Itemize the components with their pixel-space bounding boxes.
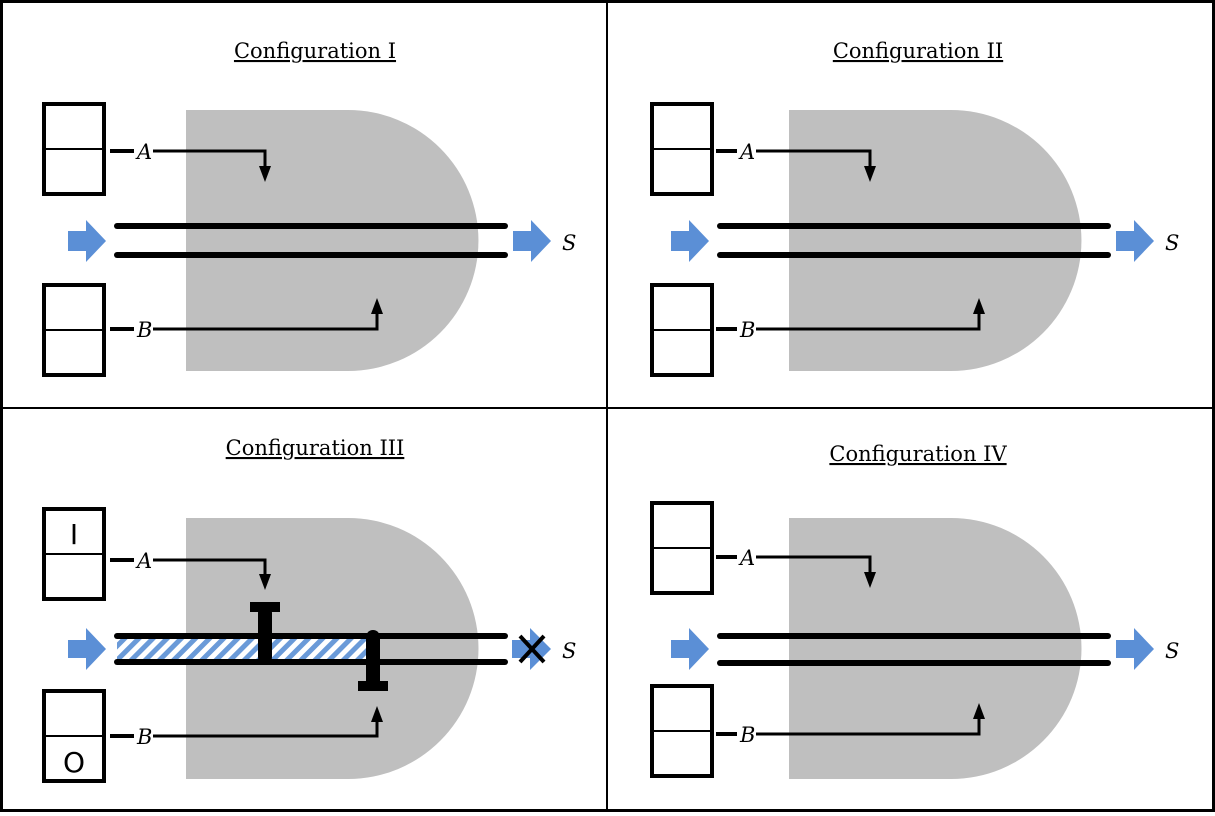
arrowhead-up-b <box>973 703 985 719</box>
valve-b-head <box>358 681 388 691</box>
arrowhead-down-a <box>864 166 876 182</box>
blocked-flow-hatch <box>117 636 373 660</box>
inflow-arrow <box>671 628 709 670</box>
panel-configuration-2: Configuration II A B S <box>650 39 1179 377</box>
panel-configuration-4: Configuration IV A B S <box>650 442 1179 779</box>
label-s: S <box>1165 639 1179 663</box>
panel-configuration-3: Configuration III I O A B S <box>42 436 576 783</box>
chamber <box>789 110 1082 371</box>
chamber <box>186 110 479 371</box>
wire-b <box>756 312 981 331</box>
inflow-arrow <box>68 628 106 670</box>
outflow-arrow <box>1116 220 1154 262</box>
label-a: A <box>135 549 152 573</box>
label-a: A <box>738 546 755 570</box>
arrowhead-down-a <box>864 572 876 588</box>
blocked-x-icon <box>518 634 546 664</box>
label-b: B <box>136 725 152 749</box>
outflow-arrow <box>513 220 551 262</box>
switch-b-state: O <box>63 746 85 779</box>
label-s: S <box>562 231 576 255</box>
inflow-arrow <box>68 220 106 262</box>
arrowhead-up-b <box>371 298 383 314</box>
switch-a-state: I <box>70 518 78 551</box>
arrowhead-up-b <box>973 298 985 314</box>
panel-title: Configuration II <box>833 39 1003 63</box>
wire-b <box>153 312 379 331</box>
label-a: A <box>738 140 755 164</box>
arrowhead-down-a <box>259 166 271 182</box>
wire-a <box>153 149 267 168</box>
inflow-arrow <box>671 220 709 262</box>
chamber <box>789 518 1082 779</box>
panel-title: Configuration III <box>226 436 405 460</box>
label-b: B <box>136 318 152 342</box>
label-s: S <box>562 639 576 663</box>
arrowhead-up-b <box>371 706 383 722</box>
wire-a <box>756 555 872 574</box>
wire-a <box>153 558 267 576</box>
label-b: B <box>739 723 755 747</box>
panel-title: Configuration I <box>234 39 396 63</box>
outflow-arrow <box>1116 628 1154 670</box>
label-a: A <box>135 140 152 164</box>
label-b: B <box>739 318 755 342</box>
panel-title: Configuration IV <box>829 442 1007 466</box>
wire-b <box>756 717 981 736</box>
panel-configuration-1: Configuration I A B S <box>42 39 576 377</box>
arrowhead-down-a <box>259 574 271 590</box>
valve-b-stem <box>366 630 380 690</box>
label-s: S <box>1165 231 1179 255</box>
wire-b <box>153 720 379 738</box>
valve-a-stem <box>258 606 272 664</box>
wire-a <box>756 149 872 168</box>
